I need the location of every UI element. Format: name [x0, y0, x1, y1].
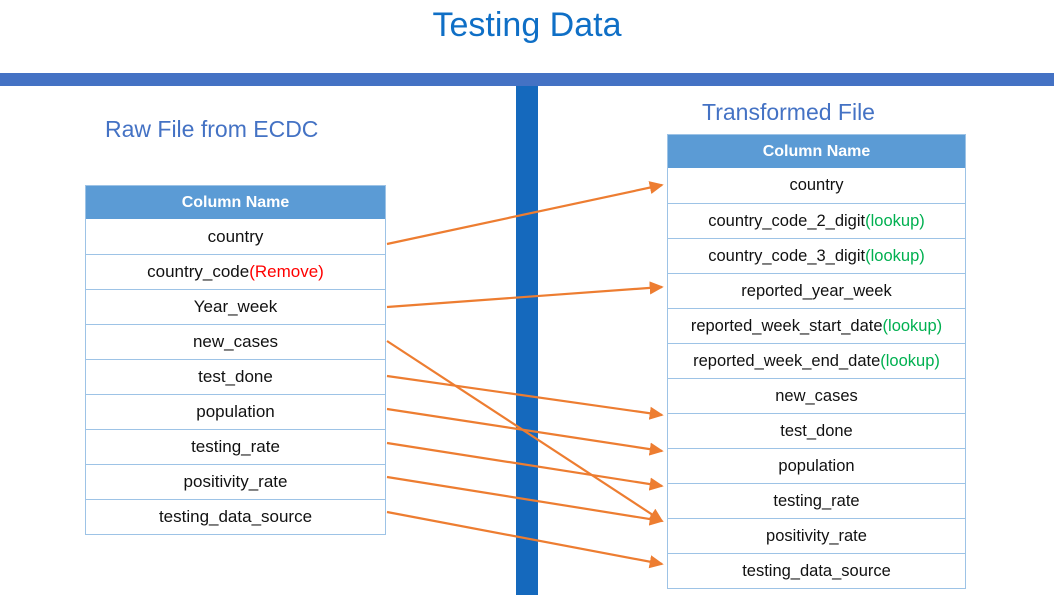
banner-divider-vertical [516, 86, 538, 595]
right-panel-heading: Transformed File [702, 99, 875, 125]
raw-column-name: country_code [147, 262, 250, 281]
transformed-column-name: country_code_2_digit [708, 211, 866, 230]
raw-column-name: Year_week [193, 297, 278, 316]
table-row: reported_week_start_date(lookup) [668, 308, 965, 343]
raw-column-name: test_done [198, 367, 273, 386]
table-row: new_cases [668, 378, 965, 413]
table-row: testing_rate [668, 483, 965, 518]
transformed-column-name: reported_year_week [741, 281, 892, 300]
transformed-column-name: testing_data_source [742, 561, 891, 580]
status-badge: (lookup) [880, 351, 940, 370]
table-row: country_code (Remove) [86, 254, 385, 289]
table-row: testing_data_source [86, 499, 385, 534]
transformed-column-name: testing_rate [773, 491, 860, 510]
transformed-column-name: reported_week_end_date [693, 351, 881, 370]
status-badge: (lookup) [865, 211, 925, 230]
raw-column-name: testing_data_source [158, 507, 313, 526]
raw-column-name: testing_rate [191, 437, 280, 456]
table-row: Year_week [86, 289, 385, 324]
transformed-column-name: population [778, 456, 855, 475]
page-title: Testing Data [432, 6, 622, 44]
table-row: test_done [668, 413, 965, 448]
table-row: test_done [86, 359, 385, 394]
table-row: new_cases [86, 324, 385, 359]
transformed-column-name: country [789, 176, 844, 194]
transformed-column-name: positivity_rate [766, 526, 867, 545]
raw-column-name: population [196, 402, 275, 421]
table-row: positivity_rate [668, 518, 965, 553]
table-row: positivity_rate [86, 464, 385, 499]
banner-divider-horizontal [0, 73, 1054, 86]
transformed-column-name: new_cases [775, 386, 858, 405]
raw-column-name: positivity_rate [183, 472, 288, 491]
table-row: population [668, 448, 965, 483]
table-row: country [86, 219, 385, 254]
transformed-column-name: country_code_3_digit [708, 246, 866, 265]
table-row: testing_data_source [668, 553, 965, 588]
raw-file-table: Column Name country country_code (Remove)… [85, 185, 386, 535]
status-badge: (lookup) [882, 316, 943, 335]
table-row: reported_year_week [668, 273, 965, 308]
raw-column-name: new_cases [192, 332, 279, 351]
raw-column-name: country [207, 226, 264, 246]
transformed-column-name: reported_week_start_date [690, 316, 883, 335]
transformed-table-column-header: Column Name [668, 135, 965, 168]
table-row: population [86, 394, 385, 429]
table-row: country [668, 168, 965, 203]
table-row: reported_week_end_date(lookup) [668, 343, 965, 378]
table-row: country_code_2_digit (lookup) [668, 203, 965, 238]
table-row: testing_rate [86, 429, 385, 464]
transformed-column-name: test_done [780, 421, 853, 440]
status-badge: (lookup) [865, 246, 925, 265]
raw-table-column-header: Column Name [86, 186, 385, 219]
left-panel-heading: Raw File from ECDC [105, 116, 319, 142]
table-row: country_code_3_digit(lookup) [668, 238, 965, 273]
transformed-file-table: Column Name country country_code_2_digit … [667, 134, 966, 589]
status-badge: (Remove) [249, 262, 324, 281]
